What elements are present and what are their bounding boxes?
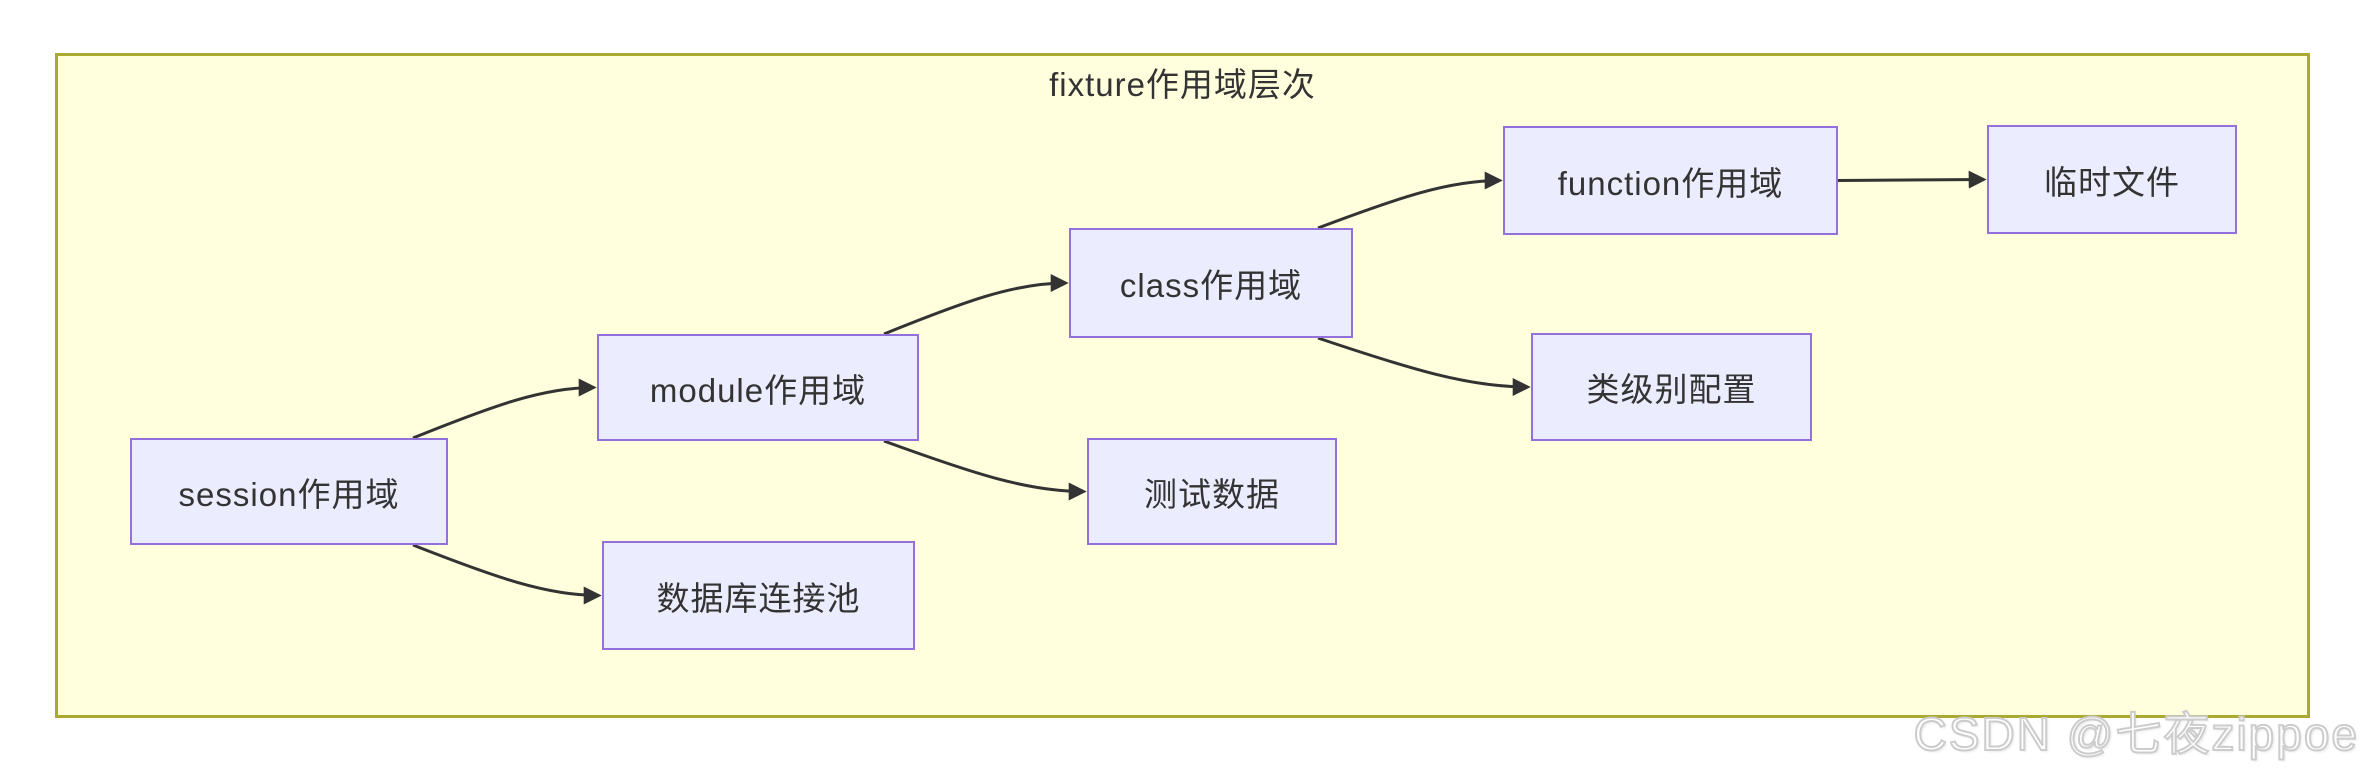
- node-module: module作用域: [597, 334, 919, 441]
- node-label: 临时文件: [2044, 163, 2180, 201]
- node-function: function作用域: [1503, 126, 1838, 235]
- node-class: class作用域: [1069, 228, 1353, 338]
- edge-module-testdata: [883, 439, 1087, 501]
- node-label: class作用域: [1119, 267, 1303, 304]
- edge-function-tmpfile: [1837, 170, 1987, 189]
- edge-session-module: [412, 378, 597, 440]
- diagram-title: fixture作用域层次: [1049, 66, 1316, 103]
- edge-module-class: [883, 274, 1069, 336]
- node-testdata: 测试数据: [1087, 438, 1337, 545]
- node-classcfg: 类级别配置: [1531, 333, 1812, 441]
- node-label: function作用域: [1557, 164, 1784, 202]
- node-label: module作用域: [649, 371, 867, 409]
- cluster-fixture-scope-hierarchy: [55, 53, 2310, 718]
- node-session: session作用域: [130, 438, 448, 545]
- node-tmpfile: 临时文件: [1987, 125, 2237, 234]
- node-label: 类级别配置: [1586, 371, 1757, 408]
- node-label: 数据库连接池: [656, 579, 861, 617]
- edge-class-classcfg: [1317, 336, 1531, 396]
- node-label: 测试数据: [1144, 475, 1280, 513]
- csdn-watermark: CSDN @七夜zippoe: [1913, 707, 2359, 761]
- node-label: session作用域: [178, 475, 400, 513]
- node-dbpool: 数据库连接池: [602, 541, 915, 650]
- edge-class-function: [1317, 171, 1503, 230]
- edge-session-dbpool: [412, 543, 602, 605]
